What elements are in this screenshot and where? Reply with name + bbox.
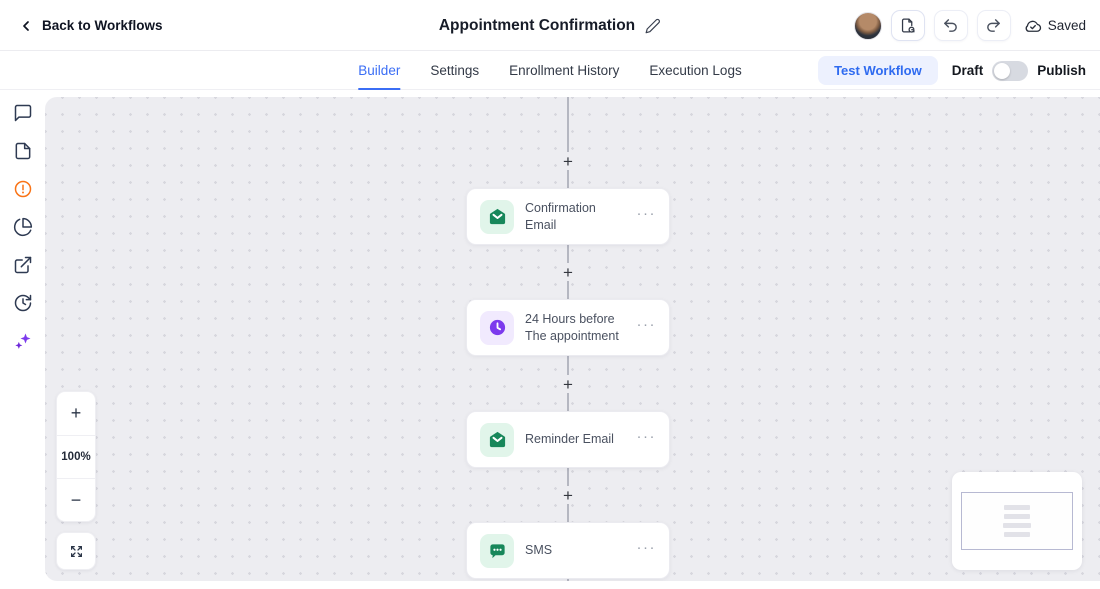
expand-icon (69, 544, 84, 559)
publish-toggle[interactable] (992, 60, 1029, 81)
mail-open-icon (480, 199, 514, 234)
tabs: Builder Settings Enrollment History Exec… (358, 51, 742, 90)
workflow-canvas[interactable]: + + + + Confirmation Email ··· 24 Hours … (45, 97, 1100, 581)
minimap-node (1004, 514, 1030, 519)
tab-settings[interactable]: Settings (430, 63, 480, 78)
document-history-icon (899, 17, 916, 34)
redo-icon (985, 17, 1002, 34)
node-reminder-email[interactable]: Reminder Email ··· (466, 411, 670, 468)
tab-bar: Builder Settings Enrollment History Exec… (0, 51, 1100, 90)
back-label: Back to Workflows (42, 18, 163, 33)
cloud-check-icon (1024, 17, 1042, 35)
node-menu-button[interactable]: ··· (636, 204, 656, 222)
save-status: Saved (1024, 17, 1086, 35)
zoom-level: 100% (57, 435, 95, 478)
clock-icon (480, 310, 514, 345)
node-sms[interactable]: SMS ··· (466, 522, 670, 579)
node-label: Reminder Email (525, 432, 614, 447)
publish-toggle-group: Draft Publish (951, 60, 1086, 81)
user-avatar[interactable] (853, 11, 882, 40)
zoom-in-button[interactable]: + (70, 403, 82, 423)
header-actions: Saved (853, 0, 1086, 51)
redo-button[interactable] (976, 10, 1011, 41)
zoom-out-button[interactable]: − (57, 478, 95, 521)
workflow-actions: Test Workflow Draft Publish (818, 51, 1086, 90)
undo-button[interactable] (933, 10, 968, 41)
app-header: Back to Workflows Appointment Confirmati… (0, 0, 1100, 51)
sms-bubble-icon (480, 533, 514, 568)
add-step-button[interactable]: + (559, 375, 577, 393)
toggle-knob (994, 62, 1011, 79)
node-menu-button[interactable]: ··· (636, 427, 656, 445)
node-confirmation-email[interactable]: Confirmation Email ··· (466, 188, 670, 245)
node-menu-button[interactable]: ··· (636, 315, 656, 333)
history-icon[interactable] (13, 293, 33, 313)
back-to-workflows-button[interactable]: Back to Workflows (18, 0, 163, 51)
node-delay-24-hours[interactable]: 24 Hours before The appointment ··· (466, 299, 670, 356)
add-step-button[interactable]: + (559, 486, 577, 504)
zoom-controls: + 100% − (56, 391, 96, 522)
minimap-node (1004, 532, 1030, 537)
page-title: Appointment Confirmation (438, 16, 636, 34)
tab-builder[interactable]: Builder (358, 51, 401, 90)
ai-sparkles-icon[interactable] (13, 331, 33, 351)
undo-icon (942, 17, 959, 34)
fit-view-button[interactable] (56, 532, 96, 570)
minimap-viewport[interactable] (961, 492, 1073, 550)
add-step-button[interactable]: + (559, 263, 577, 281)
publish-label: Publish (1037, 63, 1086, 78)
minimap[interactable] (952, 472, 1082, 570)
tool-sidebar (0, 90, 45, 589)
chevron-left-icon (18, 18, 34, 34)
test-workflow-button[interactable]: Test Workflow (818, 56, 938, 85)
workflow-versions-button[interactable] (890, 10, 925, 41)
add-step-button[interactable]: + (559, 152, 577, 170)
external-link-icon[interactable] (13, 255, 33, 275)
minimap-node (1003, 523, 1031, 528)
pie-chart-icon[interactable] (13, 217, 33, 237)
node-label: SMS (525, 543, 553, 558)
document-icon[interactable] (13, 141, 33, 161)
alert-circle-icon[interactable] (13, 179, 33, 199)
tab-execution-logs[interactable]: Execution Logs (649, 63, 742, 78)
mail-open-icon (480, 422, 514, 457)
workflow-title-group: Appointment Confirmation (439, 0, 661, 51)
minimap-node (1004, 505, 1030, 510)
saved-label: Saved (1047, 18, 1086, 33)
node-menu-button[interactable]: ··· (636, 538, 656, 556)
draft-label: Draft (951, 63, 984, 78)
node-label: Confirmation Email (525, 200, 596, 232)
node-label: 24 Hours before The appointment (525, 311, 619, 343)
edit-title-icon[interactable] (645, 18, 661, 34)
tab-enrollment-history[interactable]: Enrollment History (509, 63, 620, 78)
comment-icon[interactable] (13, 103, 33, 123)
